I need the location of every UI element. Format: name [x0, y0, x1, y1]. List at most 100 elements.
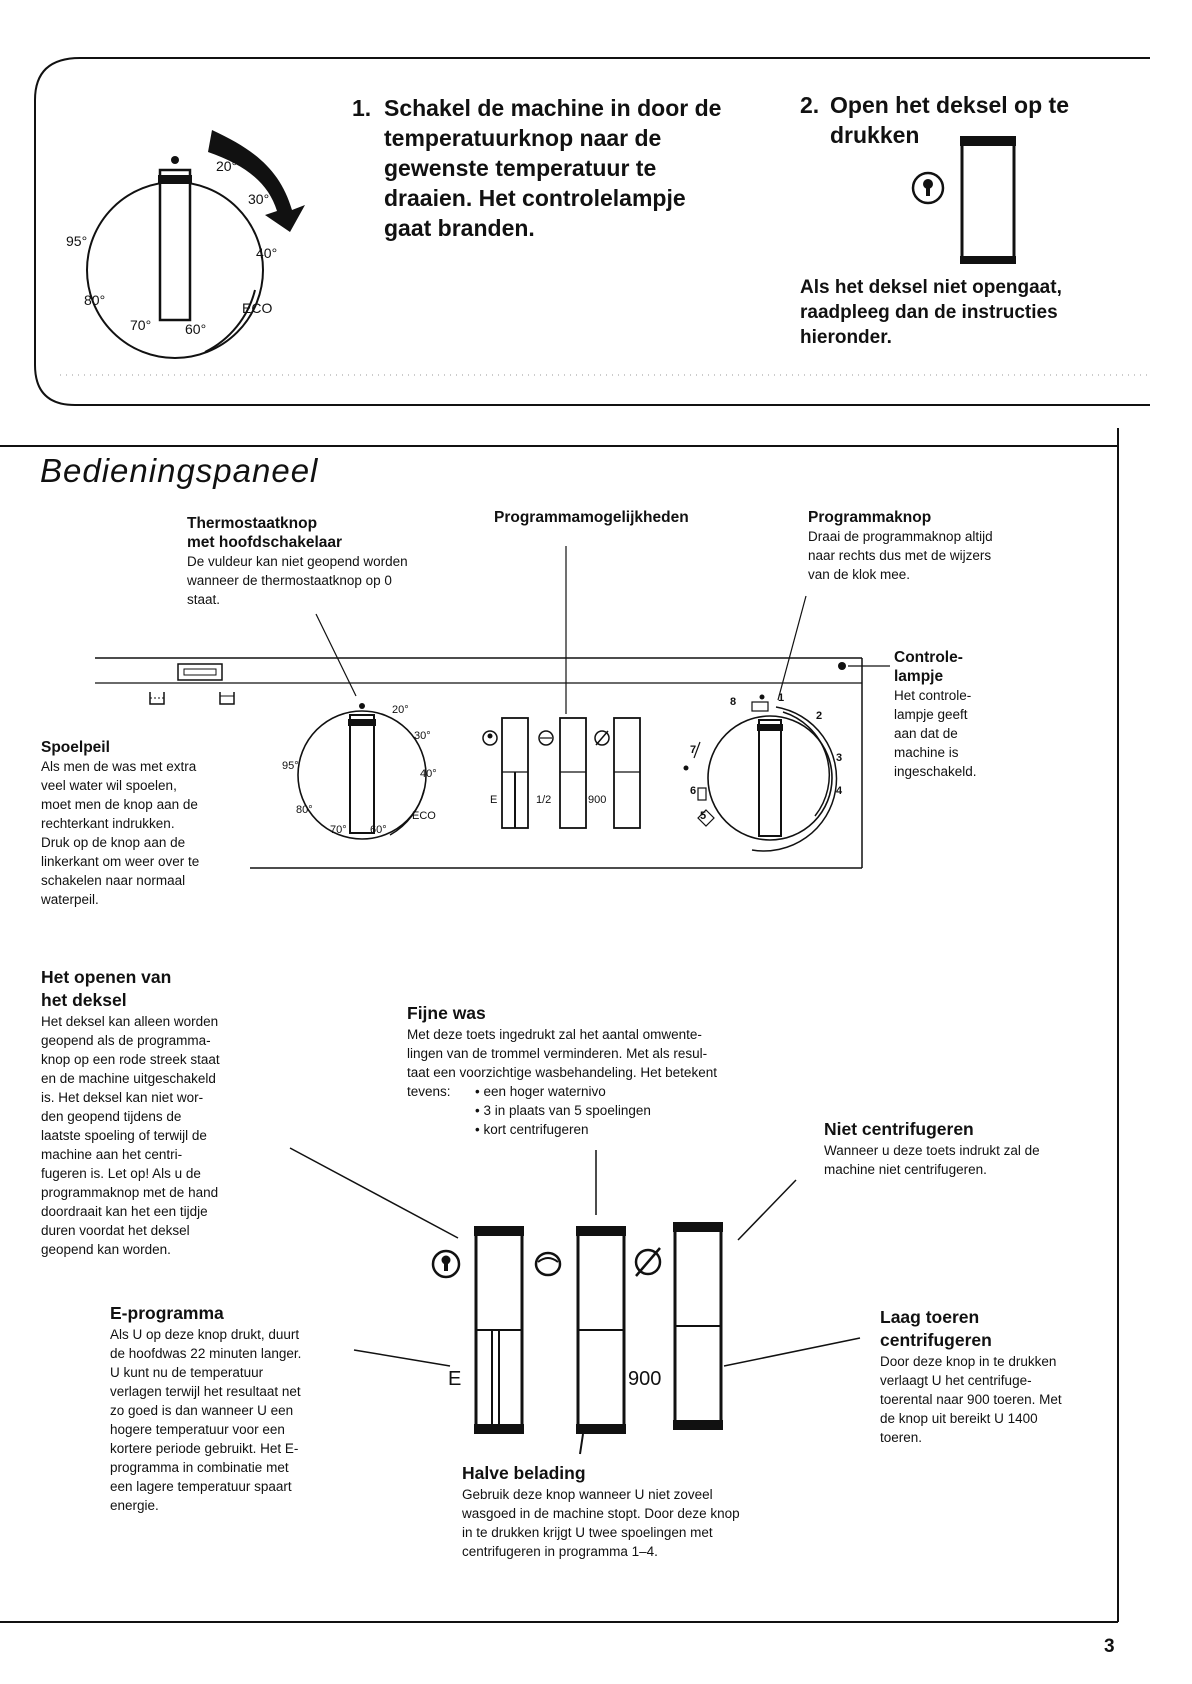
- panel-dial-label-60: 60°: [370, 824, 387, 836]
- fine-wash-annotation: Fijne was Met deze toets ingedrukt zal h…: [407, 1002, 807, 1139]
- open-lid-text: en de machine uitgeschakeld: [41, 1071, 216, 1086]
- e-program-text: hogere temperatuur voor een: [110, 1422, 285, 1437]
- step2-number: 2.: [800, 92, 820, 118]
- low-spin-title: centrifugeren: [880, 1330, 992, 1350]
- low-spin-annotation: Laag toeren centrifugeren Door deze knop…: [880, 1306, 1120, 1447]
- program-label-8: 8: [730, 696, 737, 708]
- step1-line: temperatuurknop naar de: [384, 125, 662, 151]
- panel-dial-label-80: 80°: [296, 804, 313, 816]
- e-program-text: kortere periode gebruikt. Het E-: [110, 1441, 299, 1456]
- fine-wash-text: lingen van de trommel verminderen. Met a…: [407, 1046, 708, 1061]
- rinse-level-text: schakelen naar normaal: [41, 873, 186, 888]
- indicator-lamp-text: aan dat de: [894, 726, 958, 741]
- indicator-lamp-title: lampje: [894, 668, 944, 685]
- step2-note-line: hieronder.: [800, 327, 892, 348]
- program-knob-text: naar rechts dus met de wijzers: [808, 548, 992, 563]
- e-program-text: programma in combinatie met: [110, 1460, 289, 1475]
- lid-unlock-icon-large: [431, 1249, 461, 1279]
- rinse-level-text: rechterkant indrukken.: [41, 816, 175, 831]
- program-label-6: 6: [690, 785, 697, 797]
- section-title: Bedieningspaneel: [40, 452, 319, 489]
- dial-label-80: 80°: [84, 292, 106, 308]
- open-lid-title: Het openen van: [41, 967, 172, 987]
- thermostat-text: De vuldeur kan niet geopend worden: [187, 554, 408, 569]
- e-program-text: U kunt nu de temperatuur: [110, 1365, 264, 1380]
- e-program-text: een lagere temperatuur spaart: [110, 1479, 292, 1494]
- indicator-lamp-text: ingeschakeld.: [894, 764, 977, 779]
- rinse-level-title: Spoelpeil: [41, 739, 110, 756]
- dial-label-70: 70°: [130, 317, 152, 333]
- no-spin-title: Niet centrifugeren: [824, 1119, 974, 1139]
- panel-label-e: E: [490, 794, 498, 806]
- rinse-level-annotation: Spoelpeil Als men de was met extra veel …: [41, 738, 251, 909]
- open-lid-text: duren voordat het deksel: [41, 1223, 190, 1238]
- fine-wash-text: Met deze toets ingedrukt zal het aantal …: [407, 1027, 702, 1042]
- e-program-text: de hoofdwas 22 minuten langer.: [110, 1346, 302, 1361]
- indicator-lamp-text: Het controle-: [894, 688, 972, 703]
- open-lid-text: laatste spoeling of terwijl de: [41, 1128, 207, 1143]
- fine-wash-icon: [534, 1251, 562, 1277]
- open-lid-annotation: Het openen van het deksel Het deksel kan…: [41, 966, 271, 1259]
- e-program-text: energie.: [110, 1498, 159, 1513]
- open-lid-title: het deksel: [41, 990, 127, 1010]
- step1-line: gewenste temperatuur te: [384, 155, 657, 181]
- step1-line: draaien. Het controlelampje: [384, 185, 686, 211]
- open-lid-text: den geopend tijdens de: [41, 1109, 182, 1124]
- step2-instruction: 2. Open het deksel op te drukken: [800, 90, 1120, 150]
- program-label-4: 4: [836, 785, 843, 797]
- dial-label-20: 20°: [216, 158, 238, 174]
- step2-line: Open het deksel op te: [830, 92, 1069, 118]
- indicator-lamp-text: lampje geeft: [894, 707, 968, 722]
- open-lid-text: programmaknop met de hand: [41, 1185, 219, 1200]
- temperature-dial-large: [86, 156, 264, 359]
- step2-note-line: raadpleeg dan de instructies: [800, 302, 1058, 323]
- e-program-text: verlagen terwijl het resultaat net: [110, 1384, 301, 1399]
- options-title: Programmamogelijkheden: [494, 509, 689, 526]
- panel-dial-label-70: 70°: [330, 824, 347, 836]
- open-lid-text: Het deksel kan alleen worden: [41, 1014, 219, 1029]
- panel-label-900: 900: [588, 794, 607, 806]
- instruction-box-border: [34, 57, 1150, 406]
- control-panel-drawing: [95, 657, 890, 869]
- panel-dial-label-30: 30°: [414, 730, 431, 742]
- panel-label-half: 1/2: [536, 794, 552, 806]
- program-label-5: 5: [700, 810, 707, 822]
- low-spin-title: Laag toeren: [880, 1307, 980, 1327]
- program-label-1: 1: [778, 692, 785, 704]
- thermostat-title: Thermostaatknop: [187, 515, 318, 532]
- program-label-7: 7: [690, 744, 697, 756]
- step2-note: Als het deksel niet opengaat, raadpleeg …: [800, 275, 1062, 350]
- half-load-text: wasgoed in de machine stopt. Door deze k…: [462, 1506, 740, 1521]
- indicator-lamp-title: Controle-: [894, 649, 963, 666]
- step1-line: gaat branden.: [384, 215, 535, 241]
- no-spin-text: machine niet centrifugeren.: [824, 1162, 987, 1177]
- program-knob-title: Programmaknop: [808, 509, 932, 526]
- half-load-title: Halve belading: [462, 1463, 586, 1483]
- dial-label-30: 30°: [248, 191, 270, 207]
- open-lid-text: is. Het deksel kan niet wor-: [41, 1090, 204, 1105]
- half-load-text: centrifugeren in programma 1–4.: [462, 1544, 658, 1559]
- e-program-text: Als U op deze knop drukt, duurt: [110, 1327, 300, 1342]
- program-knob-annotation: Programmaknop Draai de programmaknop alt…: [808, 508, 1068, 584]
- thermostat-text: staat.: [187, 592, 221, 607]
- thermostat-text: wanneer de thermostaatknop op 0: [187, 573, 392, 588]
- step1-line: Schakel de machine in door de: [384, 95, 722, 121]
- button-label-900: 900: [628, 1368, 662, 1390]
- half-load-text: in te drukken krijgt U twee spoelingen m…: [462, 1525, 713, 1540]
- fine-wash-lead: tevens:: [407, 1084, 451, 1099]
- low-spin-text: Door deze knop in te drukken: [880, 1354, 1057, 1369]
- step2-line: drukken: [830, 122, 920, 148]
- rinse-level-text: waterpeil.: [41, 892, 99, 907]
- thermostat-annotation: Thermostaatknop met hoofdschakelaar De v…: [187, 514, 477, 609]
- open-lid-text: machine aan het centri-: [41, 1147, 183, 1162]
- no-spin-icon: [634, 1247, 662, 1277]
- rinse-level-text: linkerkant om weer over te: [41, 854, 200, 869]
- program-label-3: 3: [836, 752, 843, 764]
- rinse-level-text: moet men de knop aan de: [41, 797, 198, 812]
- dial-label-eco: ECO: [242, 300, 273, 316]
- no-spin-annotation: Niet centrifugeren Wanneer u deze toets …: [824, 1118, 1114, 1179]
- lid-button-graphic: [960, 136, 1016, 264]
- program-knob-text: Draai de programmaknop altijd: [808, 529, 993, 544]
- open-lid-text: knop op een rode streek staat: [41, 1052, 220, 1067]
- low-spin-text: toerental naar 900 toeren. Met: [880, 1392, 1062, 1407]
